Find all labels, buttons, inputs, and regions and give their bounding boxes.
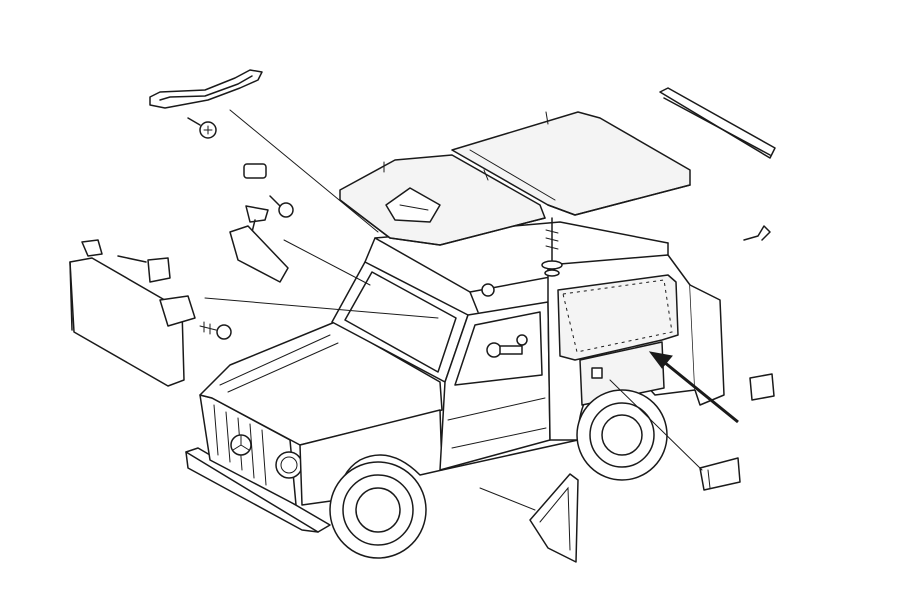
vehicle-body [185, 221, 725, 559]
windshield [344, 271, 457, 373]
headliner-cutout [385, 187, 441, 223]
leader-lines [204, 109, 703, 511]
front-bumper [185, 447, 331, 533]
visor-clip [159, 295, 196, 327]
rear-lower-panel [579, 341, 665, 406]
panel-clip [591, 367, 603, 379]
roof-trim-strip [659, 87, 776, 159]
roof-clip [481, 283, 495, 297]
rear-view-mirror [229, 205, 289, 283]
grab-handle [149, 69, 263, 109]
headlight [275, 451, 303, 479]
hood [199, 321, 443, 446]
trim-piece-1 [749, 373, 775, 401]
visor-bracket [147, 257, 171, 283]
roof-liners [339, 111, 691, 277]
screw-1 [187, 117, 217, 139]
hook [743, 225, 771, 241]
rear-corner [689, 284, 725, 406]
sun-visor [69, 239, 232, 387]
visor-screw [199, 321, 232, 340]
visor-hinge [81, 239, 103, 257]
interior-knob [486, 342, 502, 358]
rear-side-window-trim [557, 274, 679, 361]
roof-screw [541, 217, 563, 277]
door-window [454, 311, 543, 386]
pointer-arrow [648, 351, 739, 424]
arrow-head [648, 351, 673, 369]
triangular-trim [529, 473, 579, 563]
screw-2 [269, 195, 294, 218]
clip-1 [243, 163, 267, 179]
trim-piece-2 [699, 457, 741, 491]
